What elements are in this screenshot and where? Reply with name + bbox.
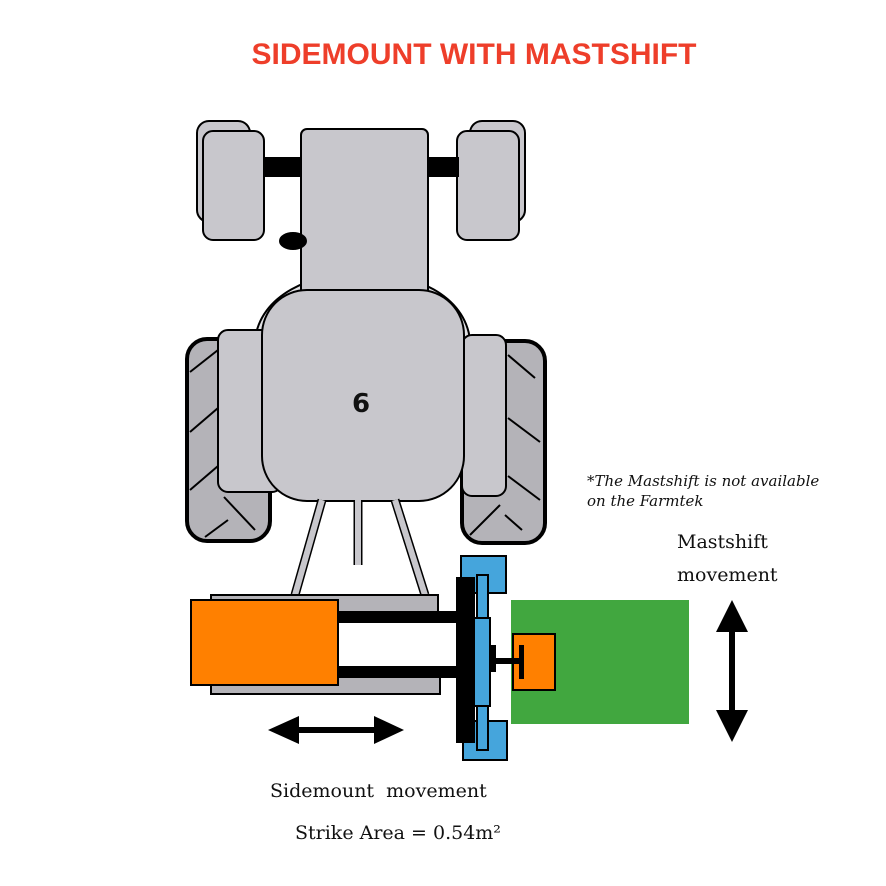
rod-bottom bbox=[337, 666, 461, 678]
front-left-wheel bbox=[202, 130, 265, 241]
tractor-number: 6 bbox=[352, 389, 370, 419]
lower-link-left bbox=[292, 499, 325, 596]
diagram-title: SIDEMOUNT WITH MASTSHIFT bbox=[252, 38, 697, 71]
mast-plate bbox=[456, 577, 475, 743]
front-right-wheel bbox=[456, 130, 520, 241]
right-fender bbox=[461, 334, 507, 497]
lower-link-right bbox=[392, 499, 428, 596]
front-axle-right bbox=[426, 157, 459, 177]
mast-carriage bbox=[473, 617, 491, 707]
availability-note-line2: on the Farmtek bbox=[587, 492, 704, 510]
sidemount-mower bbox=[190, 555, 689, 761]
exhaust bbox=[279, 232, 307, 250]
head-t-bar bbox=[519, 645, 524, 679]
hood bbox=[300, 128, 429, 302]
front-axle-left bbox=[263, 157, 303, 177]
cab bbox=[261, 289, 465, 502]
head-mount bbox=[490, 645, 496, 672]
mastshift-arrow-icon bbox=[716, 600, 748, 742]
availability-note-line1: *The Mastshift is not available bbox=[587, 472, 819, 490]
tire-treads bbox=[189, 349, 541, 538]
tractor bbox=[185, 120, 547, 597]
strike-area-label: Strike Area = 0.54m² bbox=[295, 822, 501, 844]
head-arm bbox=[496, 658, 521, 664]
mastshift-label-line2: movement bbox=[677, 564, 778, 586]
rod-top bbox=[337, 611, 461, 623]
mastshift-label-line1: Mastshift bbox=[677, 531, 768, 553]
sidemount-arrow-icon bbox=[268, 716, 404, 744]
sidemount-label: Sidemount movement bbox=[270, 780, 487, 802]
sidemount-body bbox=[190, 599, 339, 686]
